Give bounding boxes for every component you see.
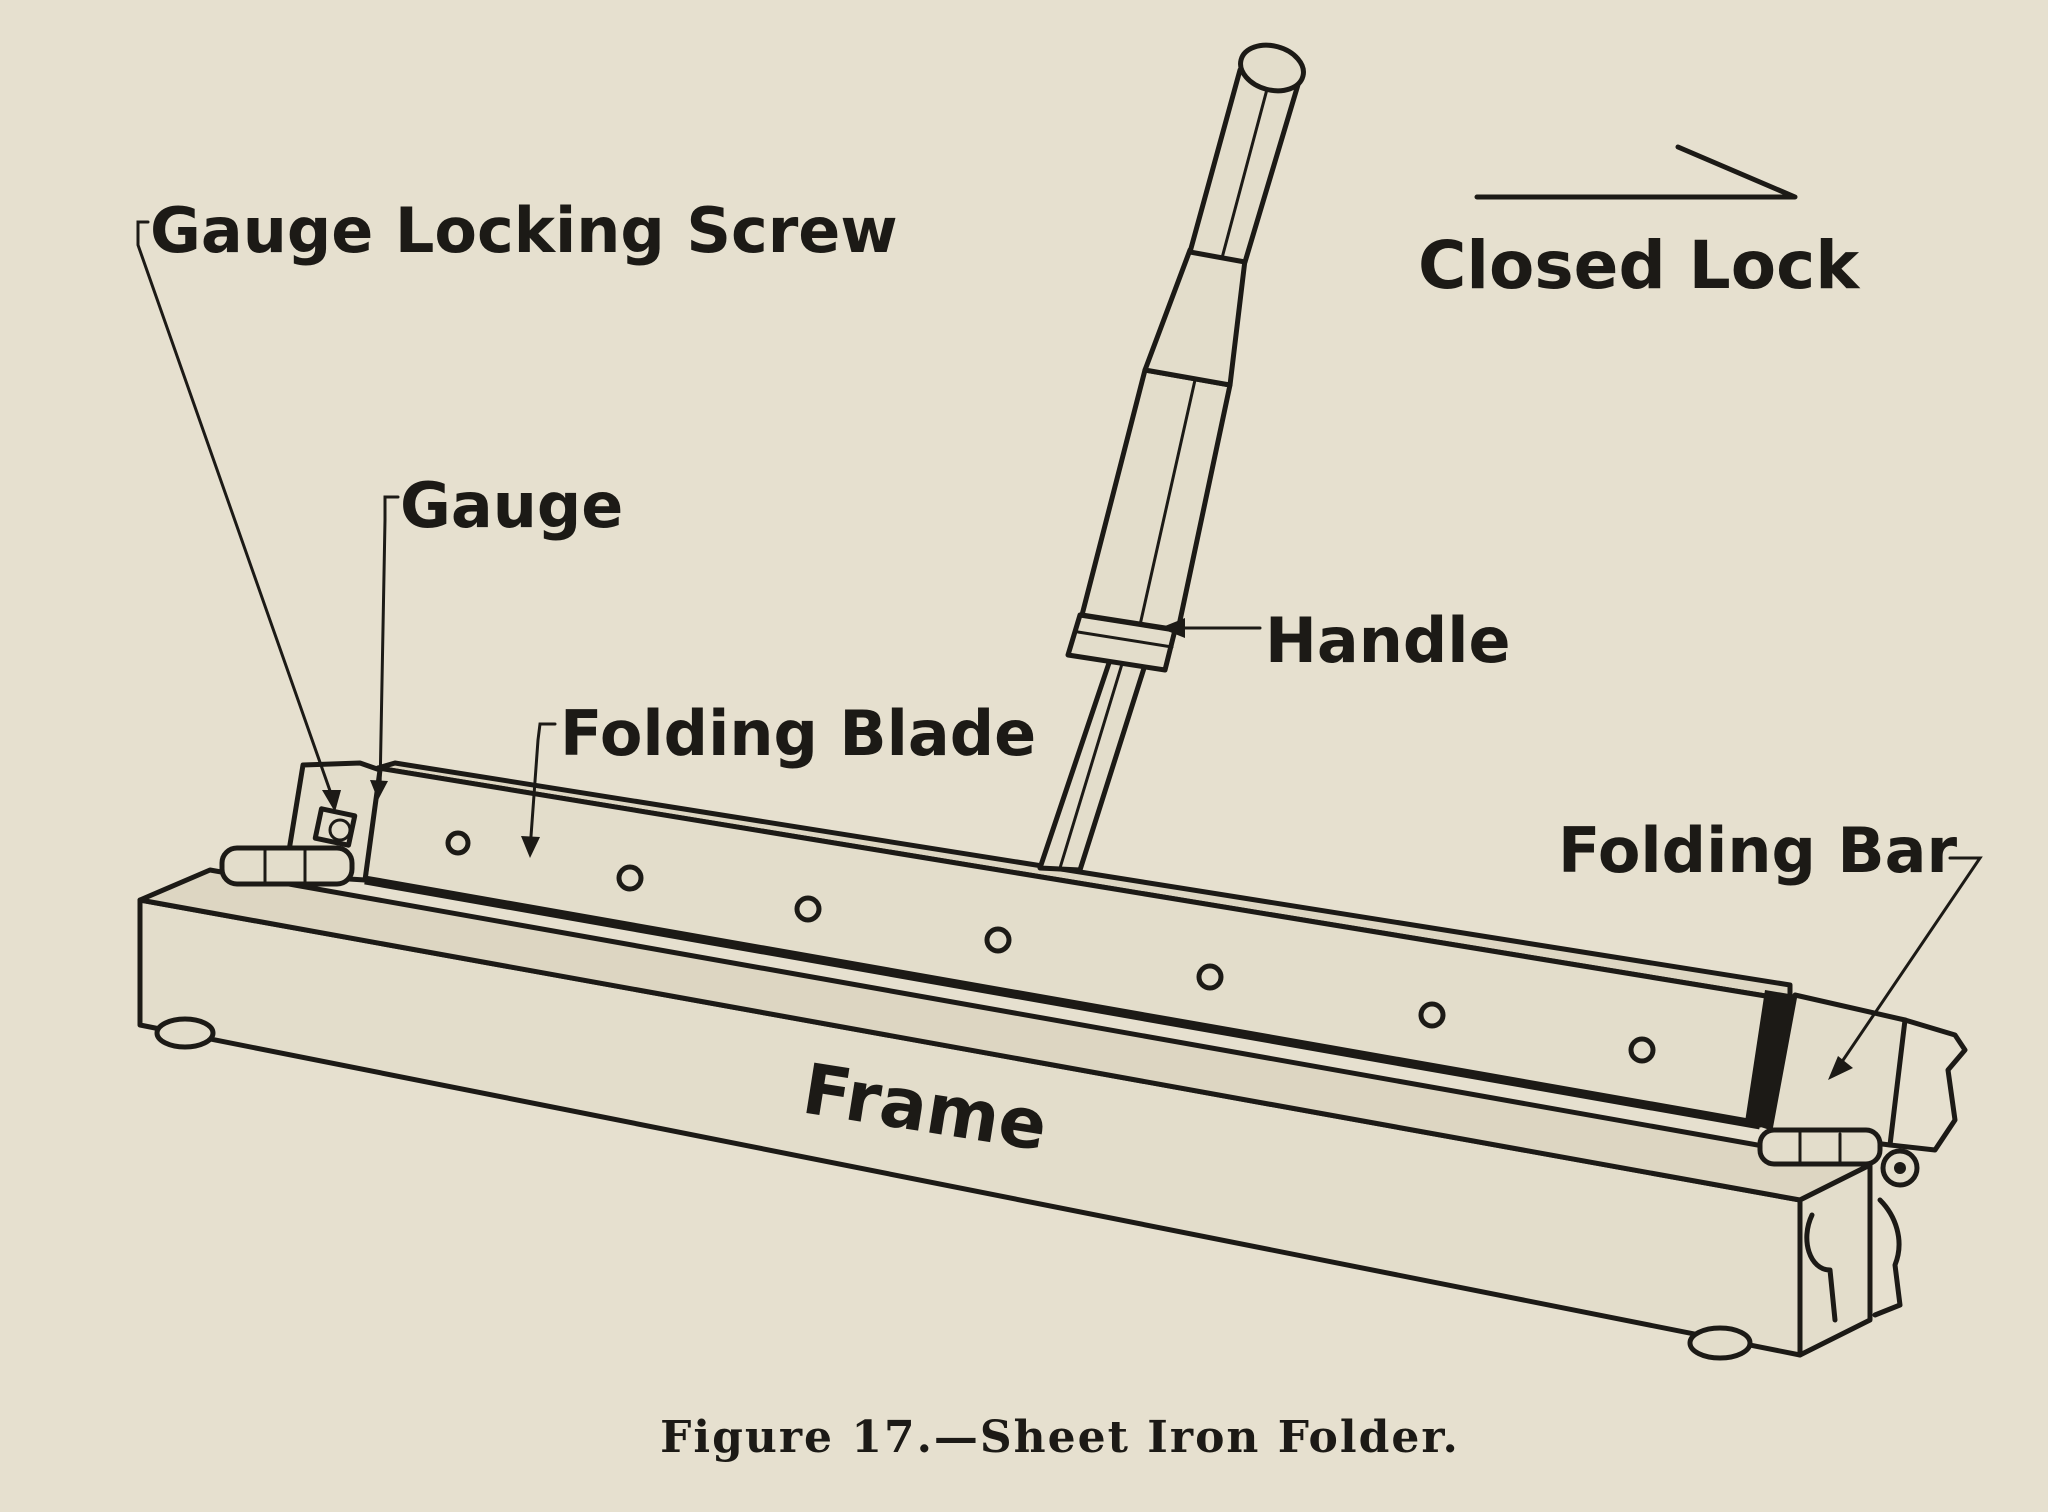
frame-body bbox=[137, 867, 1903, 1361]
leader-lines bbox=[136, 144, 1983, 1080]
gauge-part bbox=[219, 760, 383, 887]
label-folding-blade: Folding Blade bbox=[560, 697, 1036, 770]
handle-knob bbox=[1238, 42, 1306, 94]
label-gauge-locking-screw: Gauge Locking Screw bbox=[150, 194, 898, 267]
gauge-locking-screw-part bbox=[312, 806, 358, 848]
frame-foot-right bbox=[1687, 1325, 1753, 1361]
hinge-left bbox=[219, 845, 355, 887]
label-gauge: Gauge bbox=[400, 469, 623, 542]
frame-foot-left bbox=[154, 1016, 216, 1050]
hinge-right bbox=[1757, 1127, 1883, 1167]
label-closed-lock: Closed Lock bbox=[1418, 227, 1861, 304]
blade-screws bbox=[445, 830, 1656, 1064]
figure-caption: Figure 17.—Sheet Iron Folder. bbox=[660, 1412, 1460, 1463]
label-folding-bar: Folding Bar bbox=[1558, 814, 1958, 887]
handle-part bbox=[1037, 42, 1306, 873]
label-handle: Handle bbox=[1265, 604, 1511, 677]
closed-lock-arrow bbox=[1474, 144, 1798, 200]
